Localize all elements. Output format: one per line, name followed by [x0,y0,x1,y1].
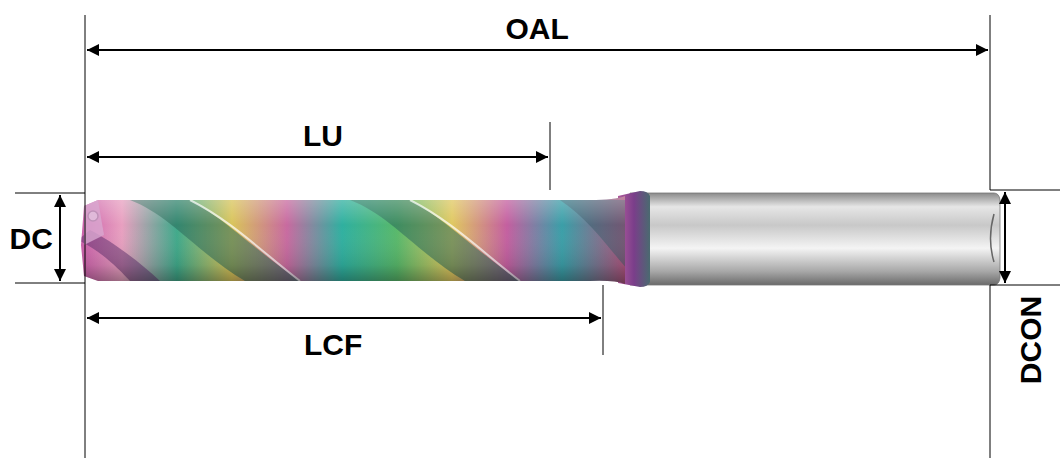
shank-flat [991,214,995,262]
dimension-label: OAL [506,14,569,44]
fluted-body [78,190,628,290]
dimension-label: LCF [304,330,362,360]
drill-tip [84,200,104,245]
extension-lines [15,15,1060,458]
dimension-label: DCON [1016,296,1046,384]
dimension-arrows [60,50,1005,318]
dimension-label: LU [303,121,343,151]
dimension-label: DC [10,224,53,254]
drill-shank [630,193,1000,285]
